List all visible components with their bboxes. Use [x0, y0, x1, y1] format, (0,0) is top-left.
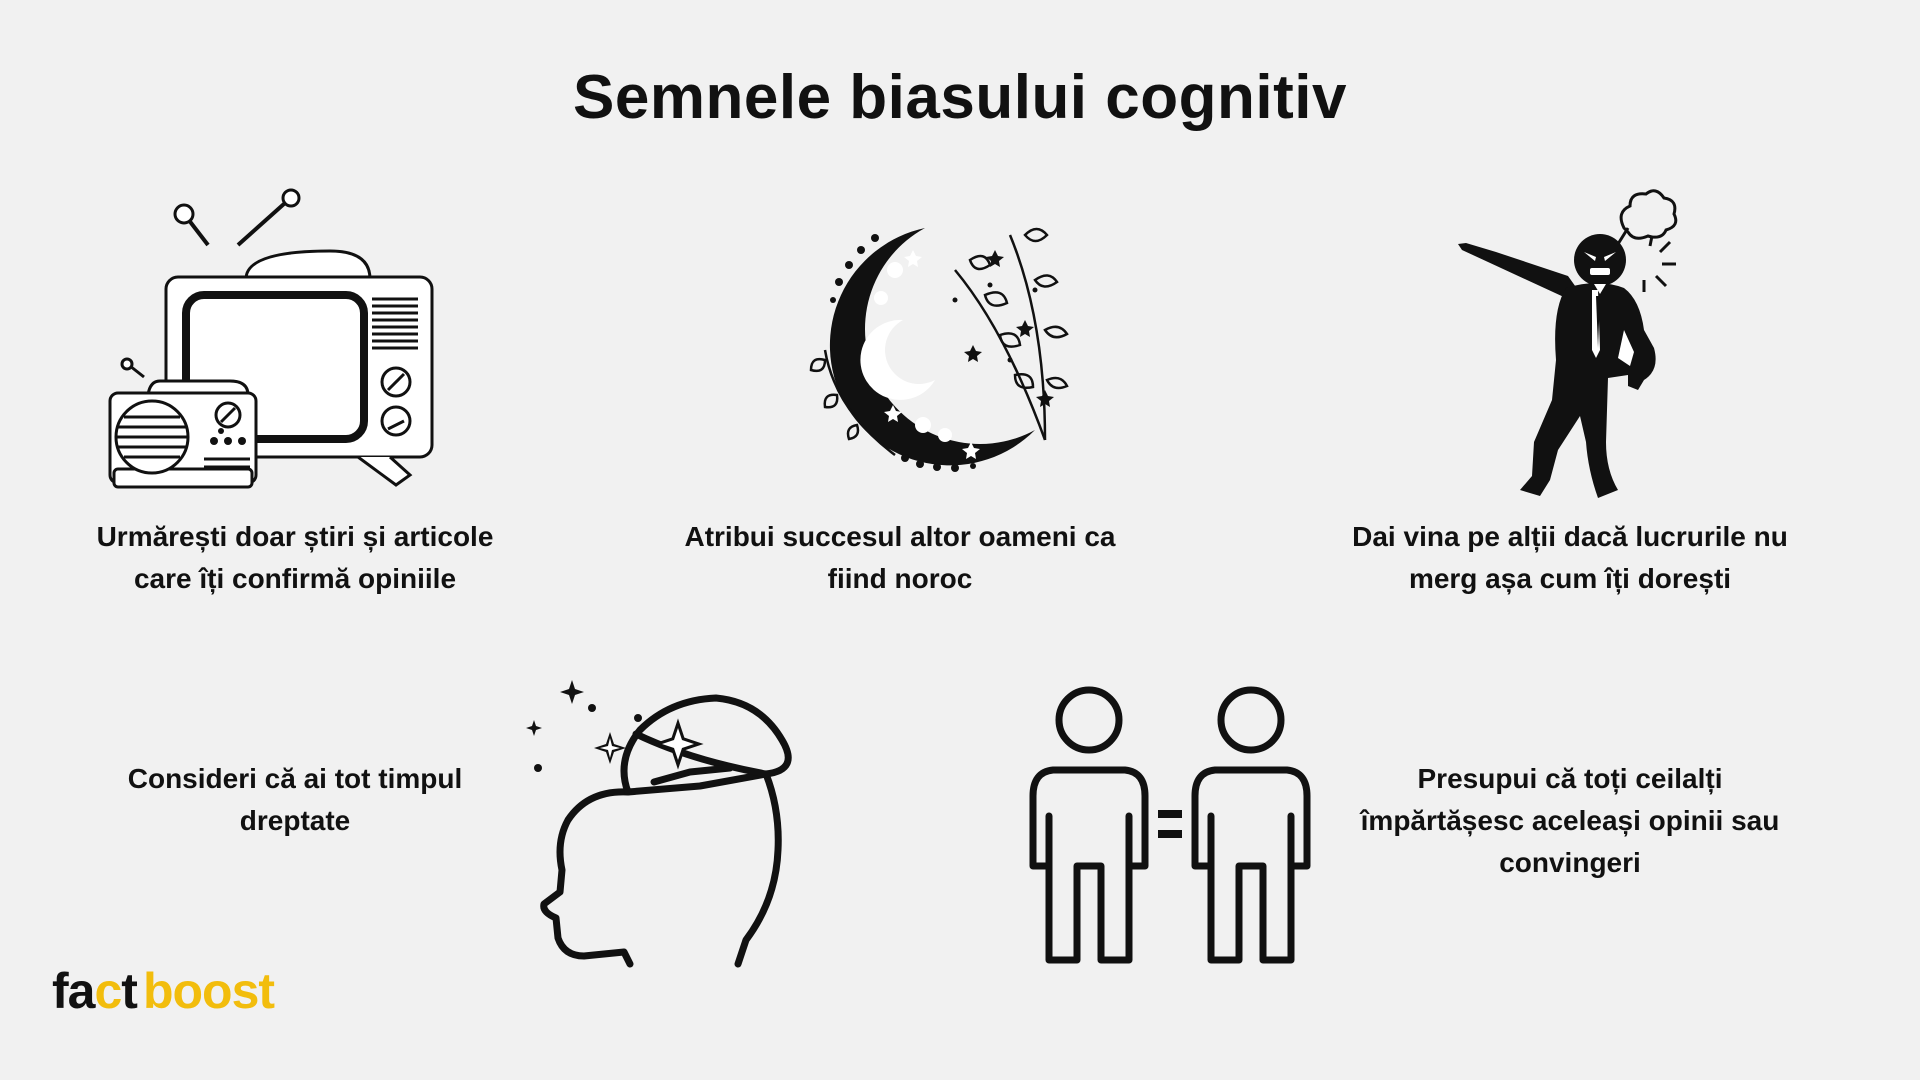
tv-radio-icon	[108, 188, 434, 489]
caption-always-right: Consideri că ai tot timpul dreptate	[127, 763, 463, 836]
caption-success-luck: Atribui succesul altor oameni ca fiind n…	[684, 521, 1116, 594]
equal-people-icon	[1029, 686, 1311, 964]
caption-blame-others: Dai vina pe alții dacă lucrurile nu merg…	[1352, 521, 1788, 594]
moon-icon	[809, 227, 1069, 472]
logo-accent-c: c	[94, 963, 122, 1019]
angry-man-icon	[1458, 189, 1678, 498]
open-head-stars-icon	[526, 680, 792, 968]
caption-news-confirmation: Urmărești doar știri și articole care îț…	[96, 521, 494, 594]
caption-false-consensus: Presupui că toți ceilalți împărtășesc ac…	[1360, 763, 1780, 878]
page-title: Semnele biasului cognitiv	[573, 63, 1347, 132]
